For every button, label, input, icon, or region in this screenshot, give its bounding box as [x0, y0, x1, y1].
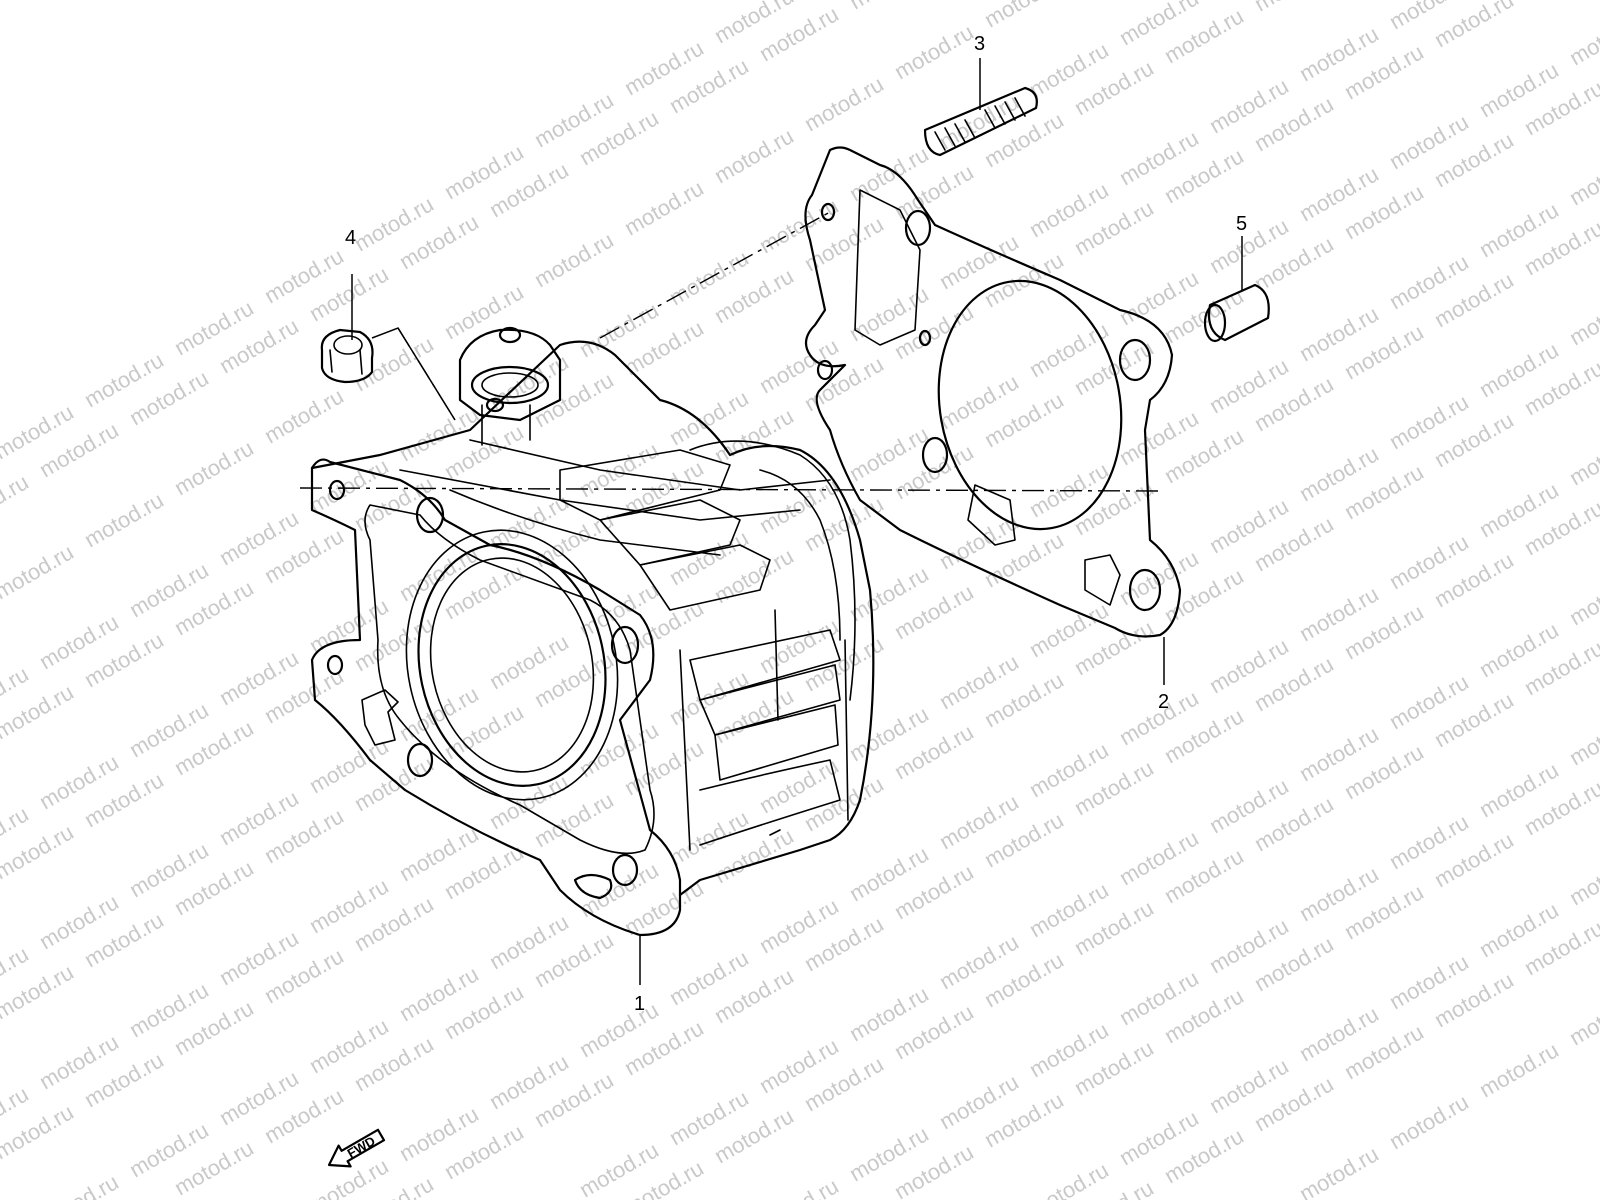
watermark-text: motod.ru	[0, 469, 33, 534]
stud-bolt	[923, 86, 1038, 157]
watermark-text: motod.ru	[1565, 705, 1600, 770]
watermark-text: motod.ru	[0, 539, 78, 604]
watermark-text: motod.ru	[1295, 1141, 1383, 1200]
watermark-text: motod.ru	[1565, 565, 1600, 630]
watermark-text: motod.ru	[890, 19, 978, 84]
watermark-text: motod.ru	[170, 435, 258, 500]
callout-5: 5	[1236, 213, 1247, 235]
watermark-text: motod.ru	[845, 0, 933, 14]
watermark-text: motod.ru	[1025, 1157, 1113, 1200]
watermark-text: motod.ru	[1565, 845, 1600, 910]
watermark-text: motod.ru	[755, 1173, 843, 1200]
callout-3: 3	[974, 33, 985, 55]
watermark-text: motod.ru	[35, 1169, 123, 1200]
watermark-text: motod.ru	[1565, 985, 1600, 1050]
dowel-pin	[1203, 283, 1270, 343]
watermark-text: motod.ru	[260, 383, 348, 448]
watermark-text: motod.ru	[1565, 425, 1600, 490]
watermark-text: motod.ru	[1385, 1089, 1473, 1154]
watermark-text: motod.ru	[800, 71, 888, 136]
watermark-text: motod.ru	[1565, 285, 1600, 350]
callout-2: 2	[1158, 691, 1169, 713]
watermark-text: motod.ru	[80, 487, 168, 552]
watermark-text: motod.ru	[1475, 1037, 1563, 1102]
watermark-text: motod.ru	[1565, 145, 1600, 210]
callout-4: 4	[345, 227, 356, 249]
watermark-text: motod.ru	[1250, 0, 1338, 16]
watermark-text: motod.ru	[710, 123, 798, 188]
cylinder-gasket	[804, 146, 1182, 638]
watermark-text: motod.ru	[530, 227, 618, 292]
watermark-text: motod.ru	[620, 175, 708, 240]
flange-nut	[320, 328, 374, 384]
watermark-text: motod.ru	[1565, 5, 1600, 70]
watermark-text: motod.ru	[350, 331, 438, 396]
watermark-text: motod.ru	[980, 0, 1068, 32]
leader-lines	[299, 58, 1243, 985]
callout-1: 1	[634, 993, 645, 1015]
